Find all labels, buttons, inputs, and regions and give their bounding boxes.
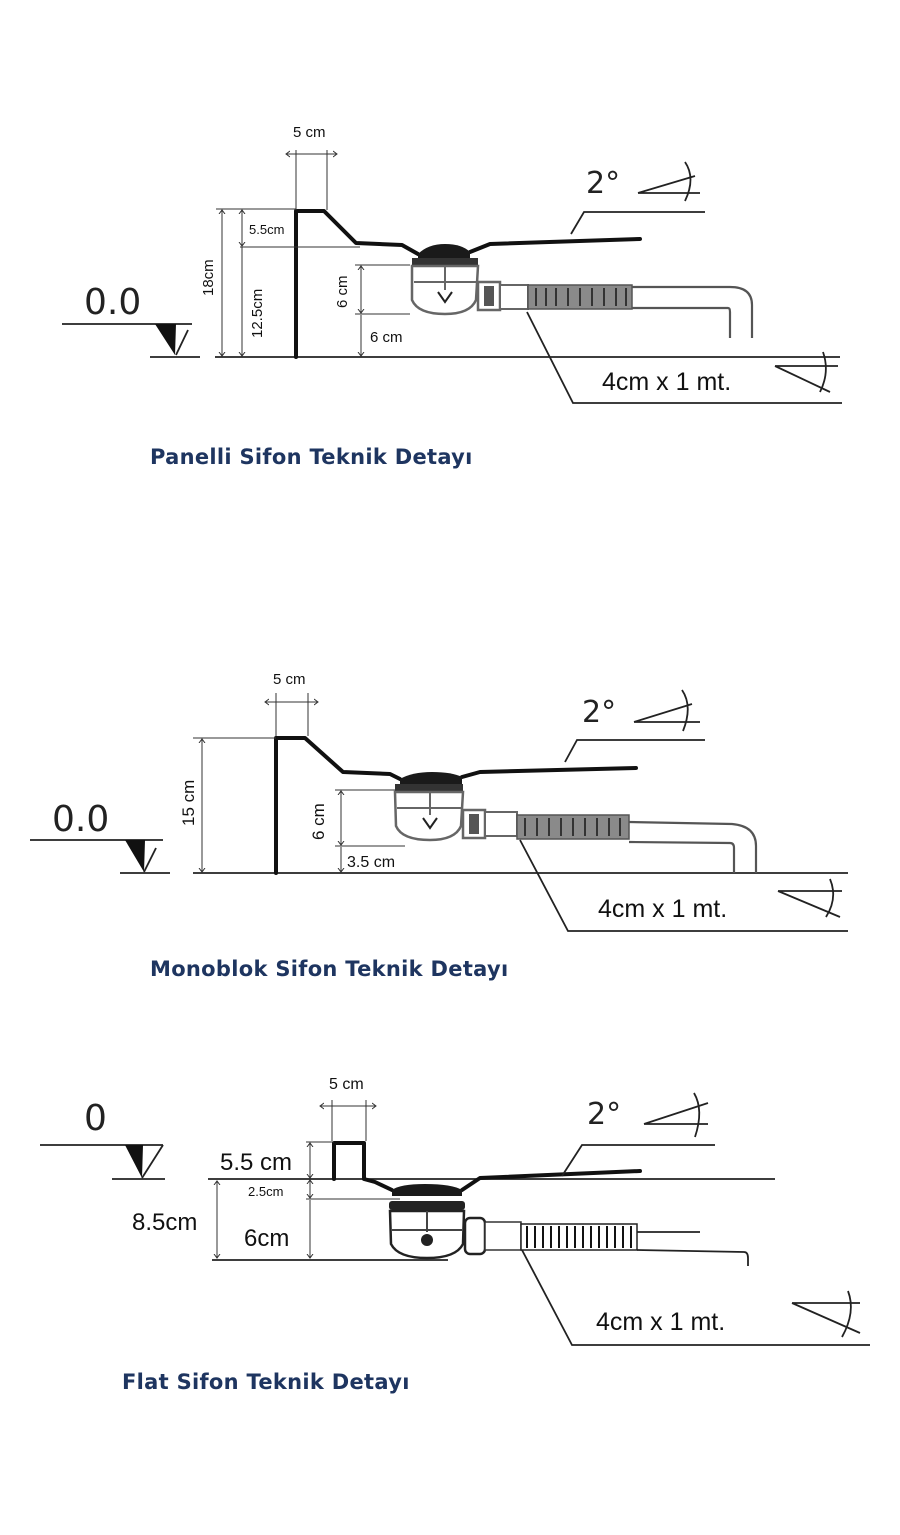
dim-base-height: 12.5cm bbox=[249, 289, 266, 338]
slope-label: 2° bbox=[587, 1097, 621, 1132]
pipe-leader bbox=[521, 1249, 870, 1346]
caption: Monoblok Sifon Teknik Detayı bbox=[150, 957, 508, 981]
dim-floor-gap: 6 cm bbox=[370, 329, 403, 346]
dim-width: 5 cm bbox=[293, 124, 326, 141]
angle-icon bbox=[777, 878, 842, 918]
flat-diagram: 0 5 cm 5.5 cm 2.5cm 6cm 8.5cm bbox=[40, 1076, 870, 1394]
siphon-body bbox=[393, 772, 518, 842]
slope-leader bbox=[564, 739, 705, 763]
panel-profile bbox=[332, 1141, 394, 1192]
dim-panel-height: 5.5 cm bbox=[220, 1149, 292, 1176]
slope-label: 2° bbox=[582, 695, 616, 730]
dim-floor-gap: 3.5 cm bbox=[347, 854, 395, 871]
siphon-body bbox=[388, 1184, 522, 1260]
dim-siphon-height: 6 cm bbox=[309, 803, 328, 840]
tray-surface bbox=[460, 1169, 642, 1192]
tray-surface bbox=[460, 766, 638, 779]
angle-icon bbox=[791, 1290, 861, 1338]
level-marker: 0.0 bbox=[62, 282, 200, 358]
dim-total-height: 15 cm bbox=[179, 780, 198, 826]
angle-icon bbox=[637, 161, 700, 202]
level-marker: 0.0 bbox=[30, 799, 170, 874]
corrugated-hose bbox=[516, 814, 758, 873]
dim-total-depth: 8.5cm bbox=[132, 1209, 197, 1236]
level-marker: 0 bbox=[40, 1098, 165, 1180]
level-label: 0 bbox=[84, 1098, 107, 1139]
corrugated-hose bbox=[527, 284, 754, 338]
pipe-label: 4cm x 1 mt. bbox=[598, 895, 727, 923]
slope-label: 2° bbox=[586, 166, 620, 201]
caption: Flat Sifon Teknik Detayı bbox=[122, 1370, 410, 1394]
angle-icon bbox=[643, 1092, 709, 1138]
angle-icon bbox=[633, 689, 700, 732]
slope-leader bbox=[561, 1144, 715, 1177]
monoblok-diagram: 0.0 5 cm 15 cm 6 cm 3.5 cm bbox=[30, 671, 848, 981]
pipe-label: 4cm x 1 mt. bbox=[602, 368, 731, 396]
panel-profile bbox=[294, 209, 420, 359]
caption: Panelli Sifon Teknik Detayı bbox=[150, 445, 473, 469]
panel-profile bbox=[274, 736, 402, 875]
dim-siphon-height: 6cm bbox=[244, 1225, 289, 1252]
dim-width: 5 cm bbox=[273, 671, 306, 688]
corrugated-hose bbox=[520, 1223, 749, 1266]
level-label: 0.0 bbox=[52, 799, 109, 840]
pipe-leader bbox=[526, 311, 842, 404]
tray-surface bbox=[468, 237, 642, 254]
dim-total-height: 18cm bbox=[200, 259, 217, 296]
angle-icon bbox=[774, 351, 838, 393]
slope-leader bbox=[570, 211, 705, 235]
pipe-label: 4cm x 1 mt. bbox=[596, 1308, 725, 1336]
siphon-body bbox=[410, 244, 529, 316]
level-label: 0.0 bbox=[84, 282, 141, 323]
panelli-diagram: 0.0 5 cm 18cm 5.5cm 12.5cm 6 cm 6 cm bbox=[62, 124, 842, 469]
dim-width: 5 cm bbox=[329, 1076, 364, 1093]
dim-gap: 2.5cm bbox=[248, 1184, 283, 1199]
dim-panel-height: 5.5cm bbox=[249, 222, 284, 237]
dim-siphon-height: 6 cm bbox=[334, 275, 351, 308]
pipe-leader bbox=[519, 839, 848, 932]
